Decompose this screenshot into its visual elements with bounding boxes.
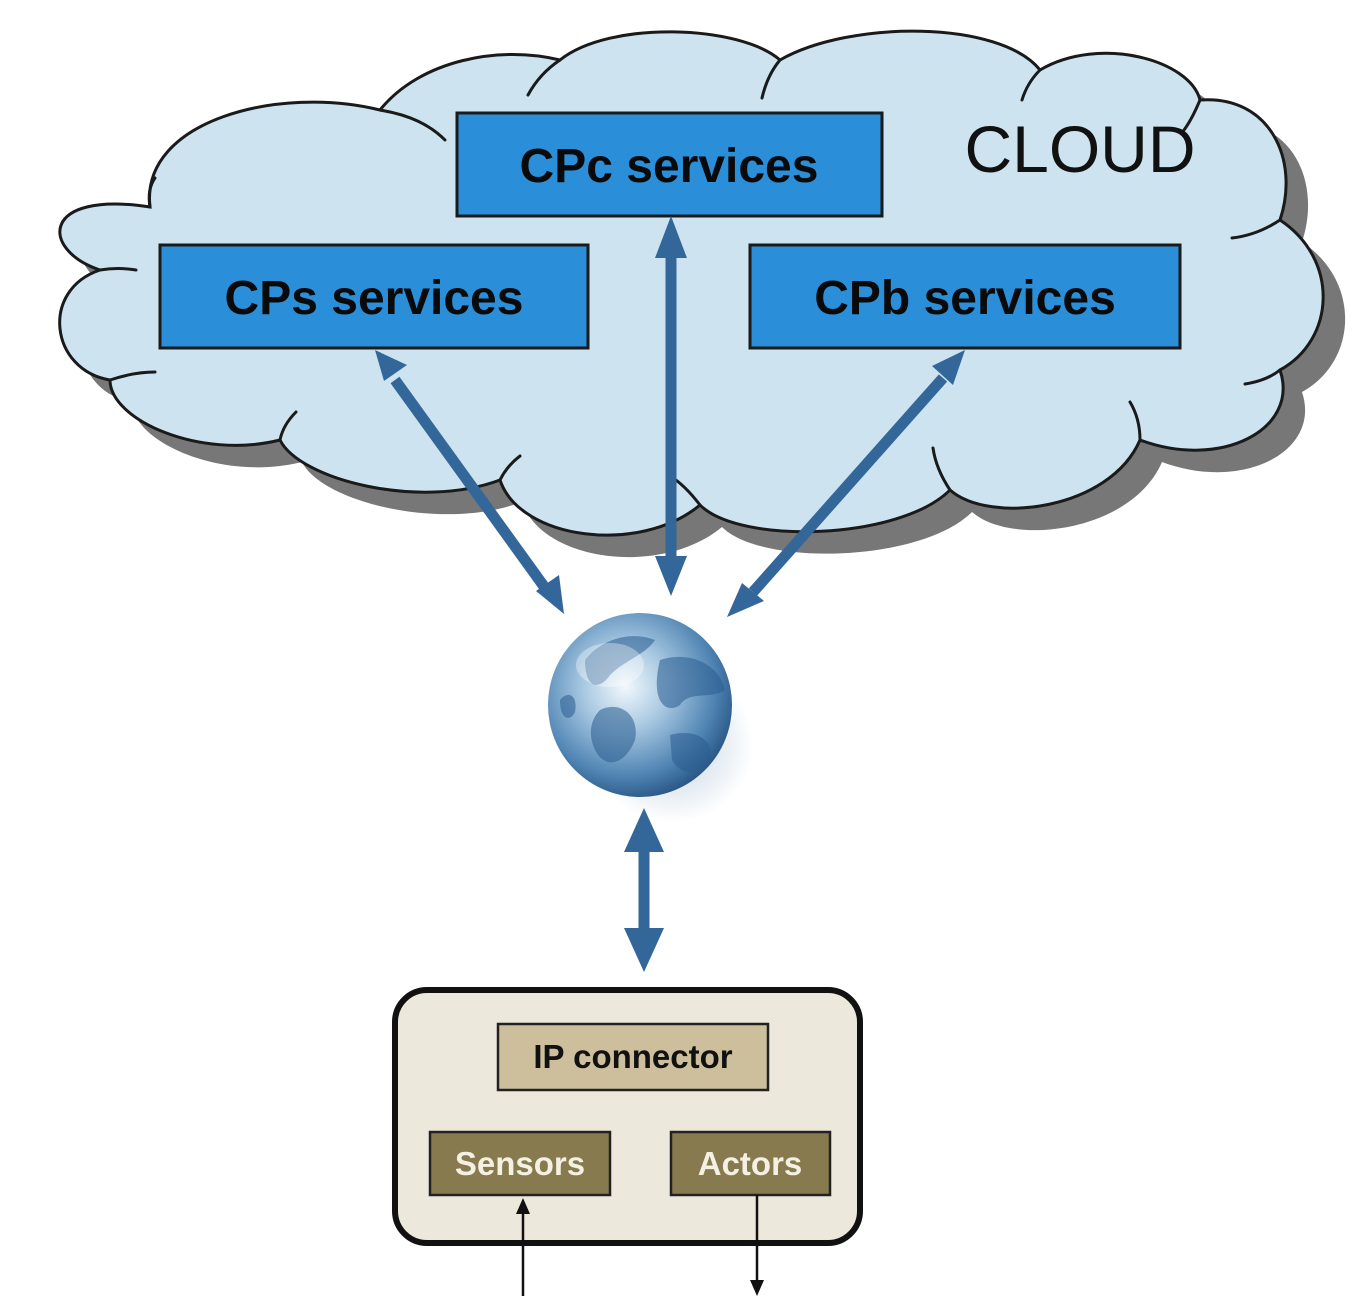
actors-box[interactable]: Actors: [669, 1130, 832, 1197]
arrow-cpb-globe: [727, 350, 965, 617]
cpb-services-label: CPb services: [814, 272, 1116, 325]
sensors-label: Sensors: [455, 1145, 585, 1182]
cloud-contours: [98, 58, 1282, 507]
actor-output-arrow: [750, 1195, 764, 1296]
actors-label: Actors: [698, 1145, 803, 1182]
cloud: [58, 29, 1325, 537]
arrow-cps-globe: [375, 350, 564, 614]
arrow-globe-device: [624, 808, 664, 972]
sensors-box[interactable]: Sensors: [428, 1130, 612, 1197]
ip-connector-box[interactable]: IP connector: [496, 1022, 770, 1092]
cloud-label: CLOUD: [964, 112, 1195, 186]
ip-connector-label: IP connector: [533, 1038, 732, 1075]
cpc-services-box[interactable]: CPc services: [455, 111, 884, 218]
globe-icon: [548, 613, 754, 823]
cps-services-box[interactable]: CPs services: [158, 243, 590, 350]
cps-services-label: CPs services: [225, 272, 524, 325]
sensor-input-arrow: [516, 1198, 530, 1296]
cpc-services-label: CPc services: [520, 140, 819, 193]
cpb-services-box[interactable]: CPb services: [748, 243, 1182, 350]
arrow-cpc-globe: [655, 216, 687, 596]
